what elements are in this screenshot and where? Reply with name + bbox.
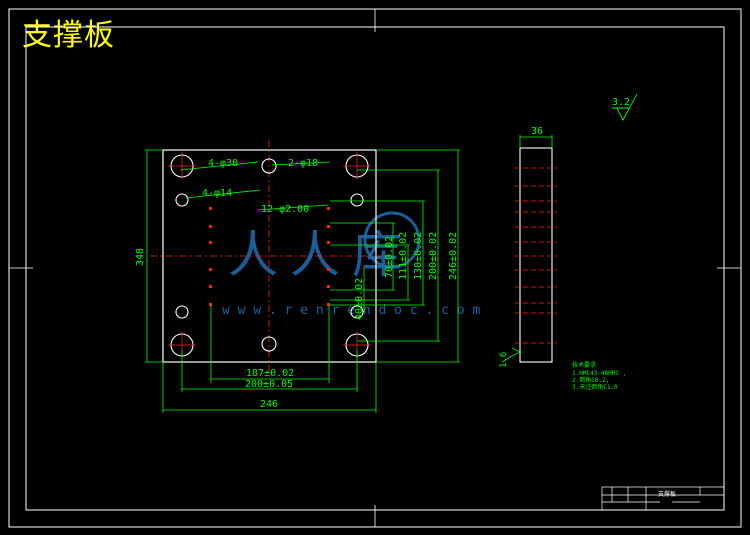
dim-130: 130±0.02 <box>413 232 424 280</box>
side-view: 36 1.6 <box>499 126 557 368</box>
callout-holes-18: 2-φ18 <box>288 158 318 169</box>
side-roughness-symbol <box>501 347 521 363</box>
side-thickness: 36 <box>531 126 543 137</box>
dim-187: 187±0.02 <box>246 368 294 379</box>
callout-holes-30: 4-φ30 <box>208 158 238 169</box>
dim-246-horizontal: 246 <box>260 399 278 410</box>
title-block <box>601 486 725 511</box>
watermark-text: 人人库 <box>228 226 414 284</box>
dim-348: 348 <box>135 248 146 266</box>
notes-line-3: 3.未注倒角C1.0 <box>572 383 618 391</box>
dim-246-vertical: 246±0.02 <box>448 232 459 280</box>
side-dimension <box>519 135 553 148</box>
general-roughness: 3.2 <box>612 93 638 121</box>
watermark: 人人库 w w w . r e n r e n d o c . c o m <box>222 211 480 318</box>
plan-view: 4-φ30 2-φ18 4-φ14 12-φ2.00 70±0.02 111±0… <box>135 140 460 413</box>
technical-notes: 技术要求 1.HRC43-48HRC , 2.倒角C0.2, 3.未注倒角C1.… <box>572 361 626 391</box>
dim-40: 40±0.02 <box>354 278 365 320</box>
side-hidden-holes <box>515 167 557 344</box>
small-holes <box>209 207 330 306</box>
center-lines <box>150 140 390 372</box>
notes-line-2: 2.倒角C0.2, <box>572 376 609 384</box>
side-outline <box>519 147 553 363</box>
dim-111: 111±0.02 <box>398 232 409 280</box>
title-block-name: 支撑板 <box>658 490 676 498</box>
callout-holes-2: 12-φ2.00 <box>261 204 309 215</box>
dim-70: 70±0.02 <box>384 236 395 278</box>
dim-200-vertical: 200±0.02 <box>428 232 439 280</box>
notes-line-1: 1.HRC43-48HRC , <box>572 370 626 377</box>
dim-200-horizontal: 200±0.05 <box>245 379 293 390</box>
drawing-title: 支撑板 <box>22 18 115 53</box>
callout-holes-14: 4-φ14 <box>202 188 232 199</box>
general-roughness-value: 3.2 <box>612 97 630 108</box>
side-roughness-value: 1.6 <box>499 352 509 368</box>
callout-leaders <box>179 161 331 211</box>
dimension-lines <box>145 149 460 413</box>
notes-heading: 技术要求 <box>572 361 596 369</box>
drawing-frame <box>8 8 742 528</box>
